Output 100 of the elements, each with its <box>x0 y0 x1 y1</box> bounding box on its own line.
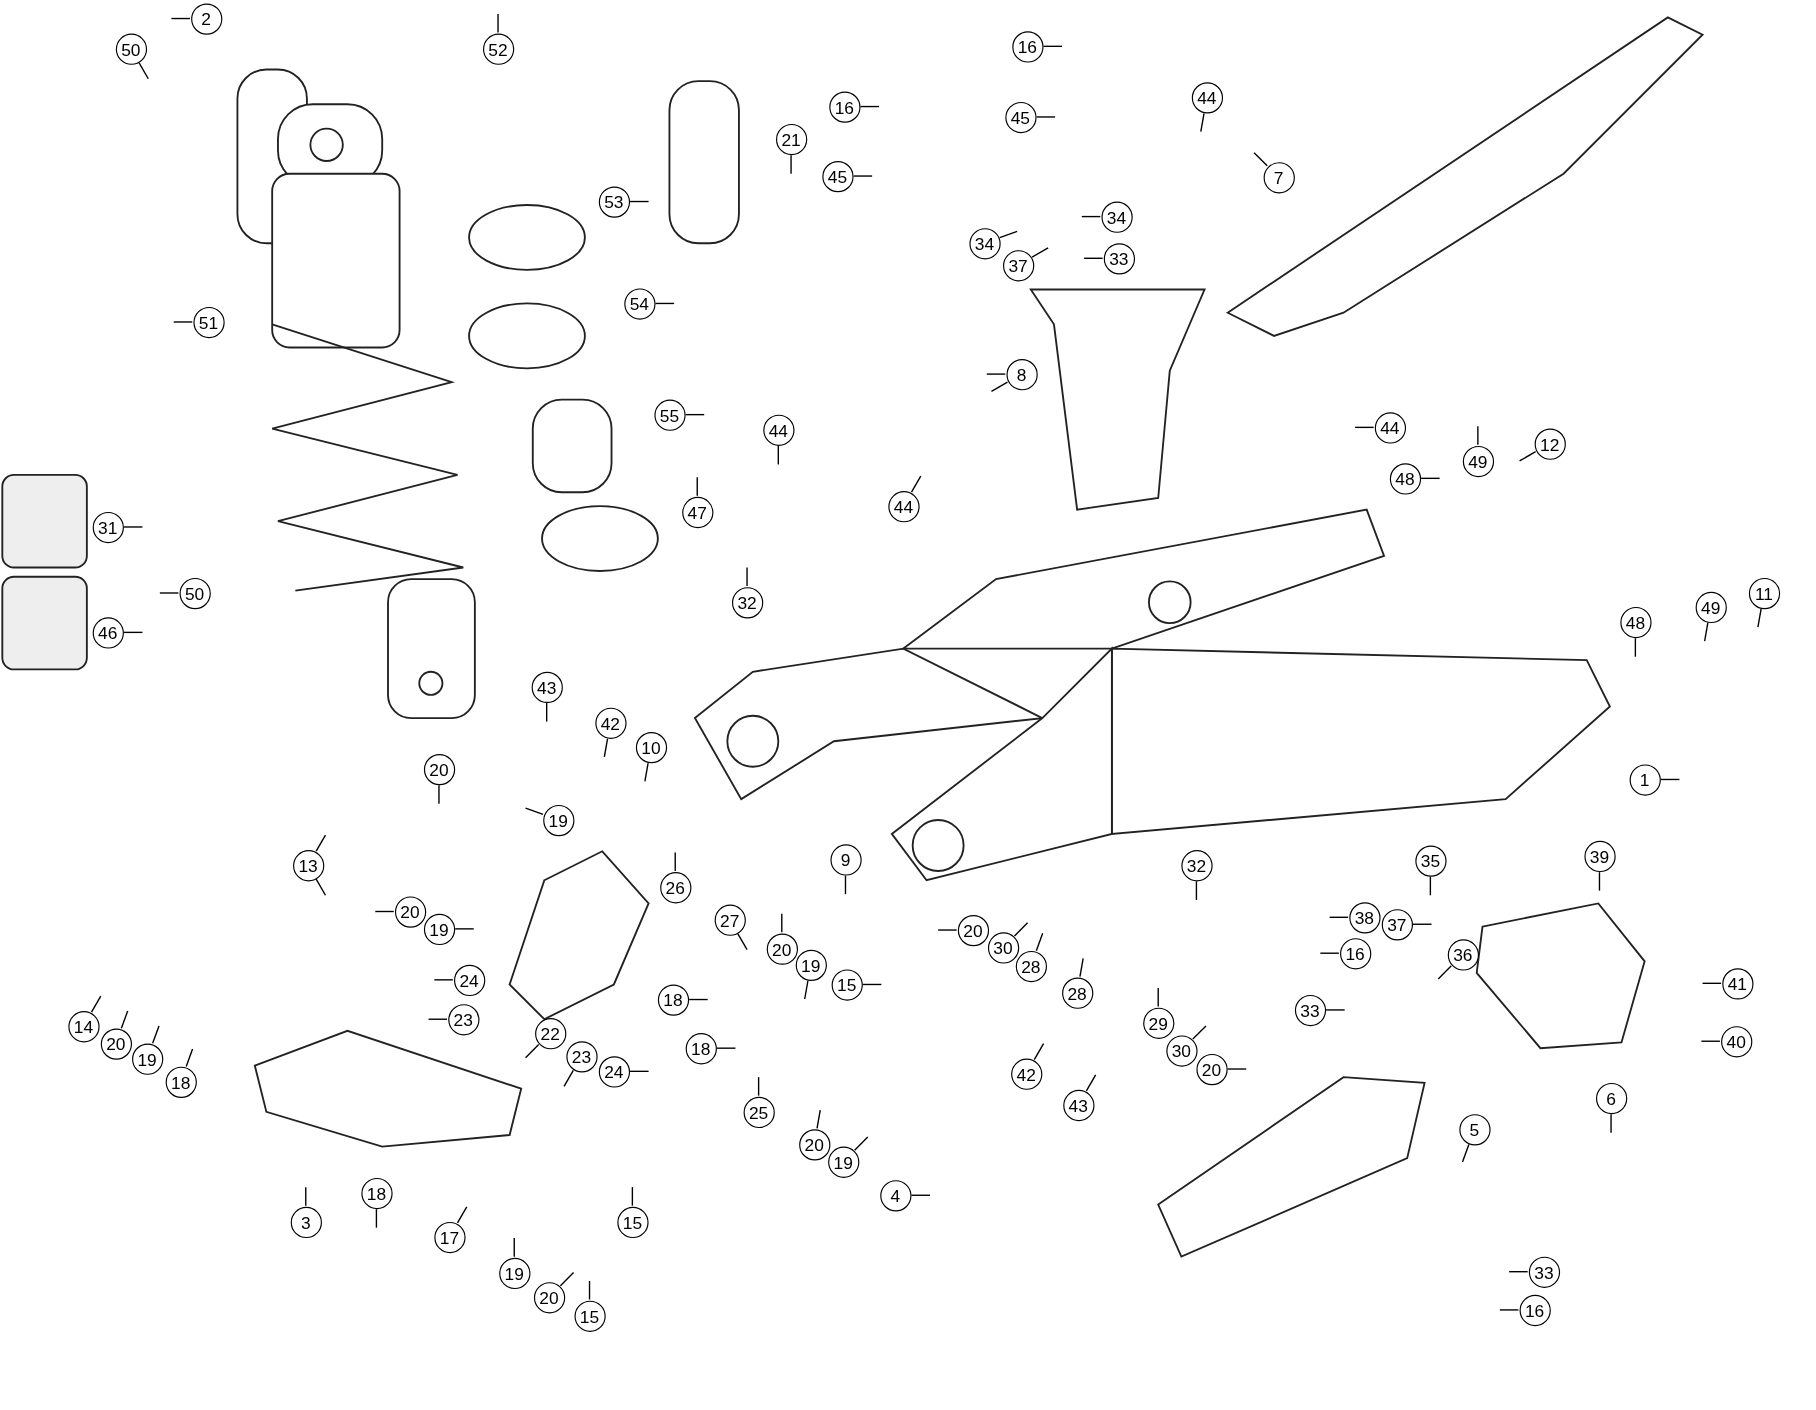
leader-line <box>1499 1309 1520 1311</box>
leader-line <box>910 475 922 493</box>
leader-line <box>151 1025 160 1045</box>
callout-number: 47 <box>681 496 713 528</box>
leader-line <box>305 1186 307 1207</box>
callout-number: 17 <box>433 1221 465 1253</box>
leader-line <box>545 702 548 723</box>
leader-line <box>716 1047 737 1049</box>
callout-number: 35 <box>1414 844 1446 877</box>
leader-line <box>524 807 544 816</box>
callout-number: 34 <box>1100 200 1133 233</box>
callout-number: 20 <box>533 1281 565 1313</box>
callout-number: 3 <box>290 1206 322 1238</box>
leader-line <box>757 1076 760 1097</box>
leader-line <box>1325 1009 1346 1011</box>
callout-number: 44 <box>762 414 794 446</box>
leader-line <box>629 200 650 203</box>
callout-number: 18 <box>360 1177 393 1209</box>
callout-number: 11 <box>1748 577 1780 609</box>
callout-number: 43 <box>531 671 563 703</box>
callout-number: 10 <box>635 731 667 763</box>
leader-line <box>513 1237 515 1258</box>
leader-line <box>1085 1074 1097 1092</box>
callout-number: 20 <box>766 932 798 965</box>
callout-number: 55 <box>653 399 686 431</box>
leader-line <box>563 1069 574 1088</box>
leader-line <box>1253 151 1268 167</box>
leader-line <box>696 476 698 497</box>
leader-line <box>684 413 705 416</box>
callout-number: 19 <box>795 949 827 981</box>
callout-number: 15 <box>831 968 863 1001</box>
leader-line <box>1079 957 1084 978</box>
leader-line <box>433 979 454 981</box>
leader-line <box>859 105 880 108</box>
callout-number: 27 <box>714 904 746 936</box>
leader-line <box>1429 876 1432 896</box>
leader-line <box>1420 477 1441 480</box>
callout-number: 52 <box>482 33 514 65</box>
leader-line <box>1157 987 1159 1008</box>
callout-number: 33 <box>1103 242 1135 274</box>
leader-line <box>1319 952 1340 954</box>
callout-number: 19 <box>542 804 574 836</box>
leader-line <box>454 928 475 930</box>
callout-number: 25 <box>743 1096 775 1128</box>
callout-number: 12 <box>1534 427 1566 460</box>
leader-line <box>1461 1143 1470 1163</box>
leader-line <box>654 302 675 305</box>
callout-number: 37 <box>1381 908 1413 940</box>
leader-line <box>1660 778 1681 781</box>
leader-line <box>120 1010 129 1029</box>
callout-number: 8 <box>1005 358 1038 390</box>
callout-number: 21 <box>775 123 807 155</box>
callout-number: 19 <box>498 1257 530 1289</box>
callout-number: 19 <box>423 913 455 945</box>
leader-line <box>456 1206 468 1224</box>
callout-number: 13 <box>292 849 324 881</box>
leader-line <box>844 874 847 895</box>
leader-line <box>170 17 191 20</box>
callout-number: 19 <box>827 1146 859 1178</box>
leader-line <box>123 631 144 634</box>
callout-number: 44 <box>1191 81 1223 113</box>
callout-number: 30 <box>987 931 1019 964</box>
callout-number: 18 <box>657 983 689 1016</box>
callout-number: 32 <box>731 586 763 618</box>
callout-number: 45 <box>1004 101 1036 133</box>
leader-line <box>1081 215 1101 218</box>
callout-number: 49 <box>1462 445 1494 477</box>
leader-line <box>777 445 779 466</box>
leader-line <box>1227 1068 1247 1070</box>
callout-number: 15 <box>573 1300 606 1332</box>
leader-line <box>1703 622 1709 642</box>
callout-number: 39 <box>1583 840 1616 872</box>
leader-line <box>1757 608 1762 628</box>
leader-line <box>629 1070 650 1073</box>
leader-line <box>524 1043 540 1059</box>
leader-line <box>375 1208 378 1229</box>
leader-line <box>1610 1113 1612 1134</box>
callout-number: 20 <box>100 1027 132 1060</box>
leader-line <box>1013 922 1029 937</box>
leader-line <box>1328 916 1349 918</box>
leader-line <box>173 321 193 323</box>
callout-number: 16 <box>1519 1294 1551 1326</box>
callout-number: 22 <box>534 1017 566 1049</box>
callout-number: 24 <box>453 964 485 996</box>
callout-number: 33 <box>1528 1256 1560 1288</box>
callout-number: 20 <box>957 914 989 946</box>
callout-number: 28 <box>1015 950 1047 982</box>
leader-line <box>688 998 709 1001</box>
callout-number: 48 <box>1619 606 1651 638</box>
callout-number: 44 <box>1374 411 1406 443</box>
leader-line <box>315 878 327 896</box>
callout-number: 33 <box>1294 994 1326 1026</box>
callout-number: 46 <box>92 616 124 648</box>
callout-number: 44 <box>887 490 920 522</box>
callout-number: 42 <box>1010 1058 1042 1090</box>
leader-line <box>631 1186 634 1207</box>
leader-line <box>90 995 102 1013</box>
callout-number: 34 <box>968 227 1001 259</box>
callout-number: 29 <box>1142 1007 1174 1039</box>
callout-number: 26 <box>659 871 691 903</box>
